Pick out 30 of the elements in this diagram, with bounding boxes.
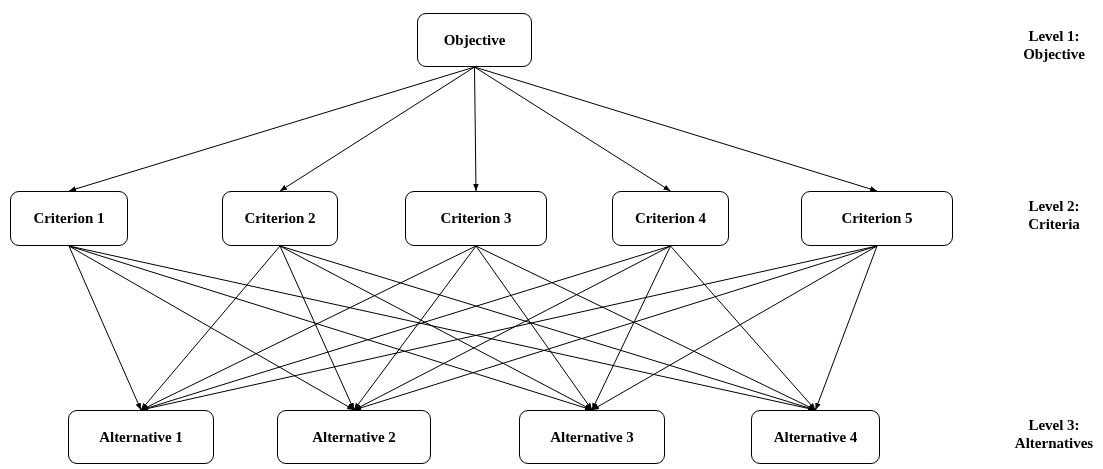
arrow xyxy=(279,245,355,411)
arrow xyxy=(68,245,355,411)
arrow xyxy=(475,245,593,411)
node-box: Alternative 3 xyxy=(519,410,665,464)
arrow xyxy=(68,245,142,411)
arrow xyxy=(353,245,477,411)
arrow xyxy=(473,66,479,192)
node-box: Alternative 1 xyxy=(68,410,214,464)
arrow xyxy=(279,66,475,192)
node-box: Alternative 2 xyxy=(277,410,431,464)
node-box: Objective xyxy=(417,13,532,67)
arrow xyxy=(353,245,671,411)
arrow xyxy=(591,245,878,411)
arrow xyxy=(591,245,671,411)
node-box: Criterion 2 xyxy=(222,191,338,246)
node-box: Alternative 4 xyxy=(751,410,880,464)
arrow xyxy=(474,66,878,192)
arrow xyxy=(670,245,816,411)
level-label: Level 2: Criteria xyxy=(1027,197,1081,233)
level-label: Level 1: Objective xyxy=(1022,27,1086,63)
node-box: Criterion 5 xyxy=(801,191,953,246)
node-box: Criterion 1 xyxy=(10,191,128,246)
arrow xyxy=(815,245,878,411)
arrow xyxy=(279,245,593,411)
level-label: Level 3: Alternatives xyxy=(1013,416,1095,452)
node-box: Criterion 4 xyxy=(612,191,729,246)
arrow xyxy=(140,245,281,411)
node-box: Criterion 3 xyxy=(405,191,547,246)
arrow xyxy=(474,66,671,192)
arrow xyxy=(68,66,475,192)
